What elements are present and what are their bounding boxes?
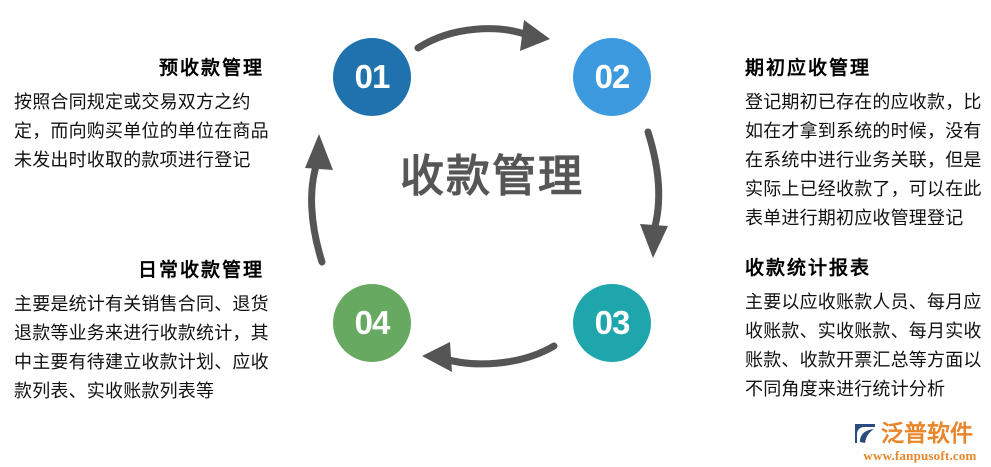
block-title-daily: 日常收款管理 <box>137 260 264 281</box>
step-circle-03[interactable]: 03 <box>573 284 651 362</box>
block-body-daily: 主要是统计有关销售合同、退货退款等业务来进行收款统计，其中主要有待建立收款计划、… <box>14 293 269 402</box>
block-body-opening: 登记期初已存在的应收款，比如在才拿到系统的时候，没有在系统中进行业务关联，但是实… <box>745 91 982 229</box>
block-body-prepay: 按照合同规定或交易双方之约定，而向购买单位的单位在商品未发出时收取的款项进行登记 <box>14 91 269 170</box>
arrow-curved-right-icon <box>414 20 550 52</box>
text-block-report: 收款统计报表 主要以应收账款人员、每月应收账款、实收账款、每月实收账款、收款开票… <box>745 256 985 404</box>
arrow-curved-left-icon <box>422 342 558 372</box>
arrow-curved-up-icon <box>305 134 333 266</box>
step-circle-01[interactable]: 01 <box>333 38 411 116</box>
step-circle-04[interactable]: 04 <box>333 284 411 362</box>
block-body-report: 主要以应收账款人员、每月应收账款、实收账款、每月实收账款、收款开票汇总等方面以不… <box>745 291 982 400</box>
center-title: 收款管理 <box>400 152 584 201</box>
brand-logo: 泛普软件 www.fanpusoft.com <box>852 419 988 463</box>
logo-wordmark: 泛普软件 <box>881 419 973 446</box>
block-title-opening: 期初应收管理 <box>745 58 872 79</box>
step-circle-02[interactable]: 02 <box>573 38 651 116</box>
text-block-prepay: 预收款管理 按照合同规定或交易双方之约定，而向购买单位的单位在商品未发出时收取的… <box>14 56 286 175</box>
block-title-report: 收款统计报表 <box>745 258 872 279</box>
text-block-daily: 日常收款管理 主要是统计有关销售合同、退货退款等业务来进行收款统计，其中主要有待… <box>14 258 286 406</box>
text-block-opening: 期初应收管理 登记期初已存在的应收款，比如在才拿到系统的时候，没有在系统中进行业… <box>745 56 985 233</box>
arrow-curved-down-icon <box>640 128 668 258</box>
fanpu-logo-mark-icon <box>855 424 875 443</box>
logo-row: 泛普软件 <box>852 419 988 447</box>
block-title-prepay: 预收款管理 <box>158 58 264 79</box>
logo-url: www.fanpusoft.com <box>863 448 977 463</box>
